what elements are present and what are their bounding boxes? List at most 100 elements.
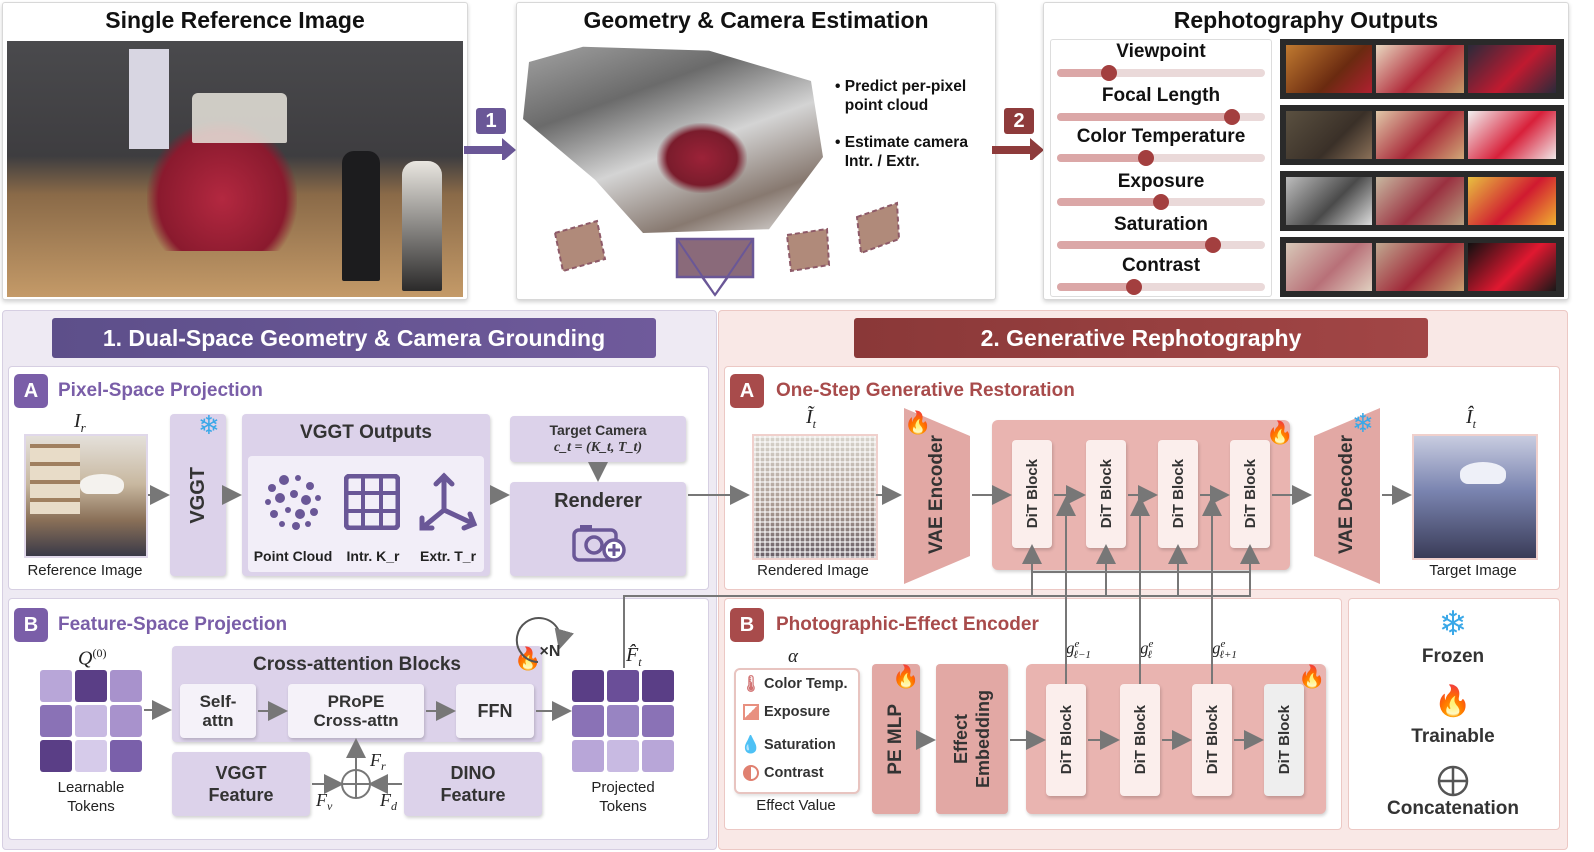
vggt-frozen-icon: ❄ — [198, 410, 220, 440]
slider-focal-fill — [1057, 113, 1232, 121]
feature-space-badge: B — [14, 608, 48, 642]
slider-saturation[interactable] — [1057, 237, 1265, 253]
target-lamp — [1460, 462, 1506, 484]
outputs-card: Rephotography Outputs Viewpoint Focal Le… — [1043, 2, 1569, 300]
film-frame — [1468, 45, 1556, 93]
mannequin-right — [402, 161, 442, 291]
slider-color-knob[interactable] — [1138, 150, 1155, 166]
film-strip-1 — [1280, 39, 1564, 99]
slider-contrast-label: Contrast — [1121, 255, 1201, 276]
slider-viewpoint-fill — [1057, 69, 1109, 77]
slider-focal-label: Focal Length — [1101, 85, 1221, 106]
step1-arrow — [464, 108, 516, 160]
intrinsics-icon — [344, 474, 400, 530]
thermometer-icon: 🌡 — [740, 676, 762, 693]
legend-concat-label: Concatenation — [1387, 798, 1519, 819]
slider-saturation-fill — [1057, 241, 1213, 249]
slider-saturation-knob[interactable] — [1205, 237, 1221, 253]
target-thumbnail — [1412, 434, 1538, 560]
effect-dit-block-1: DiT Block — [1046, 684, 1086, 796]
g-cur-symbol: geℓ — [1140, 638, 1154, 662]
legend-frozen-icon: ❄ — [1438, 605, 1468, 643]
encoder-trainable-icon: 🔥 — [904, 410, 932, 435]
film-strip-3 — [1280, 171, 1564, 231]
reference-title: Single Reference Image — [105, 7, 365, 33]
effect-embedding-label: Effect Embedding — [951, 690, 993, 788]
prope-label: PRoPE Cross-attn — [313, 692, 399, 730]
cross-attn-title: Cross-attention Blocks — [253, 654, 461, 675]
learnable-tokens — [40, 670, 142, 772]
film-frame — [1286, 243, 1372, 291]
pe-mlp-label: PE MLP — [885, 703, 906, 775]
effect-dit-block-3: DiT Block — [1192, 684, 1232, 796]
slider-viewpoint-knob[interactable] — [1101, 65, 1117, 81]
target-symbol: Ît — [1466, 406, 1477, 431]
point-cloud-icon — [265, 475, 321, 530]
film-frame — [1468, 111, 1556, 159]
effect-value-label: Effect Value — [756, 797, 836, 814]
rendered-label: Rendered Image — [757, 562, 869, 579]
vae-decoder-label: VAE Decoder — [1336, 435, 1357, 555]
film-strip-2 — [1280, 105, 1564, 165]
legend-trainable-label: Trainable — [1411, 726, 1495, 747]
vggt-box: VGGT — [170, 414, 226, 576]
g-prev-symbol: geℓ−1 — [1066, 638, 1091, 662]
outputs-title: Rephotography Outputs — [1173, 7, 1439, 33]
effect-item-color: 🌡Color Temp. — [738, 674, 848, 694]
g-next-symbol: geℓ+1 — [1212, 638, 1237, 662]
slider-exposure-knob[interactable] — [1153, 194, 1169, 210]
dit-block-1: DiT Block — [1012, 440, 1052, 548]
vggt-feature-label: VGGT Feature — [208, 763, 274, 805]
film-frame — [1376, 243, 1464, 291]
exposure-icon — [743, 704, 759, 720]
slider-focal[interactable] — [1057, 109, 1265, 125]
geometry-bullets: • Predict per-pixel point cloud • Estima… — [835, 77, 995, 171]
slider-viewpoint[interactable] — [1057, 65, 1265, 81]
learnable-label: Learnable Tokens — [57, 779, 125, 815]
slider-contrast[interactable] — [1057, 279, 1265, 295]
ffn-label: FFN — [477, 700, 513, 721]
slider-exposure[interactable] — [1057, 194, 1265, 210]
slider-color-label: Color Temperature — [1076, 126, 1246, 147]
film-frame — [1468, 243, 1556, 291]
effect-dit-block-2: DiT Block — [1120, 684, 1160, 796]
f-hat-symbol: F̂t — [626, 644, 642, 669]
vggt-label: VGGT — [186, 466, 209, 524]
ref-symbol: Ir — [74, 410, 86, 435]
target-camera-box: Target Camera c_t = (K_t, T_t) — [510, 416, 686, 462]
lamp — [80, 474, 124, 494]
restoration-title: One-Step Generative Restoration — [776, 380, 1075, 401]
slider-color[interactable] — [1057, 150, 1265, 166]
camera-frustums — [553, 201, 901, 297]
film-frame — [1468, 177, 1556, 225]
target-label: Target Image — [1429, 562, 1517, 579]
target-camera-eq: c_t = (K_t, T_t) — [553, 440, 643, 455]
film-strip-4 — [1280, 237, 1564, 297]
extrinsics-icon — [419, 472, 478, 531]
slider-contrast-knob[interactable] — [1125, 279, 1142, 295]
vggt-outputs-title: VGGT Outputs — [300, 422, 432, 443]
slider-contrast-fill — [1057, 283, 1134, 291]
reference-card: Single Reference Image — [2, 2, 468, 300]
geometry-title: Geometry & Camera Estimation — [583, 7, 929, 33]
legend-trainable-icon: 🔥 — [1434, 685, 1472, 718]
section1-banner: 1. Dual-Space Geometry & Camera Groundin… — [52, 318, 656, 358]
dit-block-3: DiT Block — [1158, 440, 1198, 548]
prope-box: PRoPE Cross-attn — [288, 684, 424, 738]
step1-label: 1 — [485, 110, 497, 132]
dino-feature-box: DINO Feature — [404, 752, 542, 816]
dit-stack-trainable-icon: 🔥 — [1266, 420, 1294, 445]
pixel-space-badge: A — [14, 374, 48, 408]
projected-label: Projected Tokens — [591, 779, 655, 815]
projected-tokens — [572, 670, 674, 772]
decoder-frozen-icon: ❄ — [1352, 408, 1374, 438]
effect-dit-block-4: DiT Block — [1264, 684, 1304, 796]
legend-concat-icon — [1437, 765, 1469, 797]
pe-mlp-box: PE MLP — [872, 664, 920, 814]
slider-focal-knob[interactable] — [1223, 109, 1240, 125]
effect-item-exposure: Exposure — [738, 704, 830, 720]
film-frame — [1286, 45, 1372, 93]
cross-attn-trainable-icon: 🔥 — [514, 646, 542, 671]
ffn-box: FFN — [456, 684, 534, 738]
restoration-badge: A — [730, 374, 764, 408]
